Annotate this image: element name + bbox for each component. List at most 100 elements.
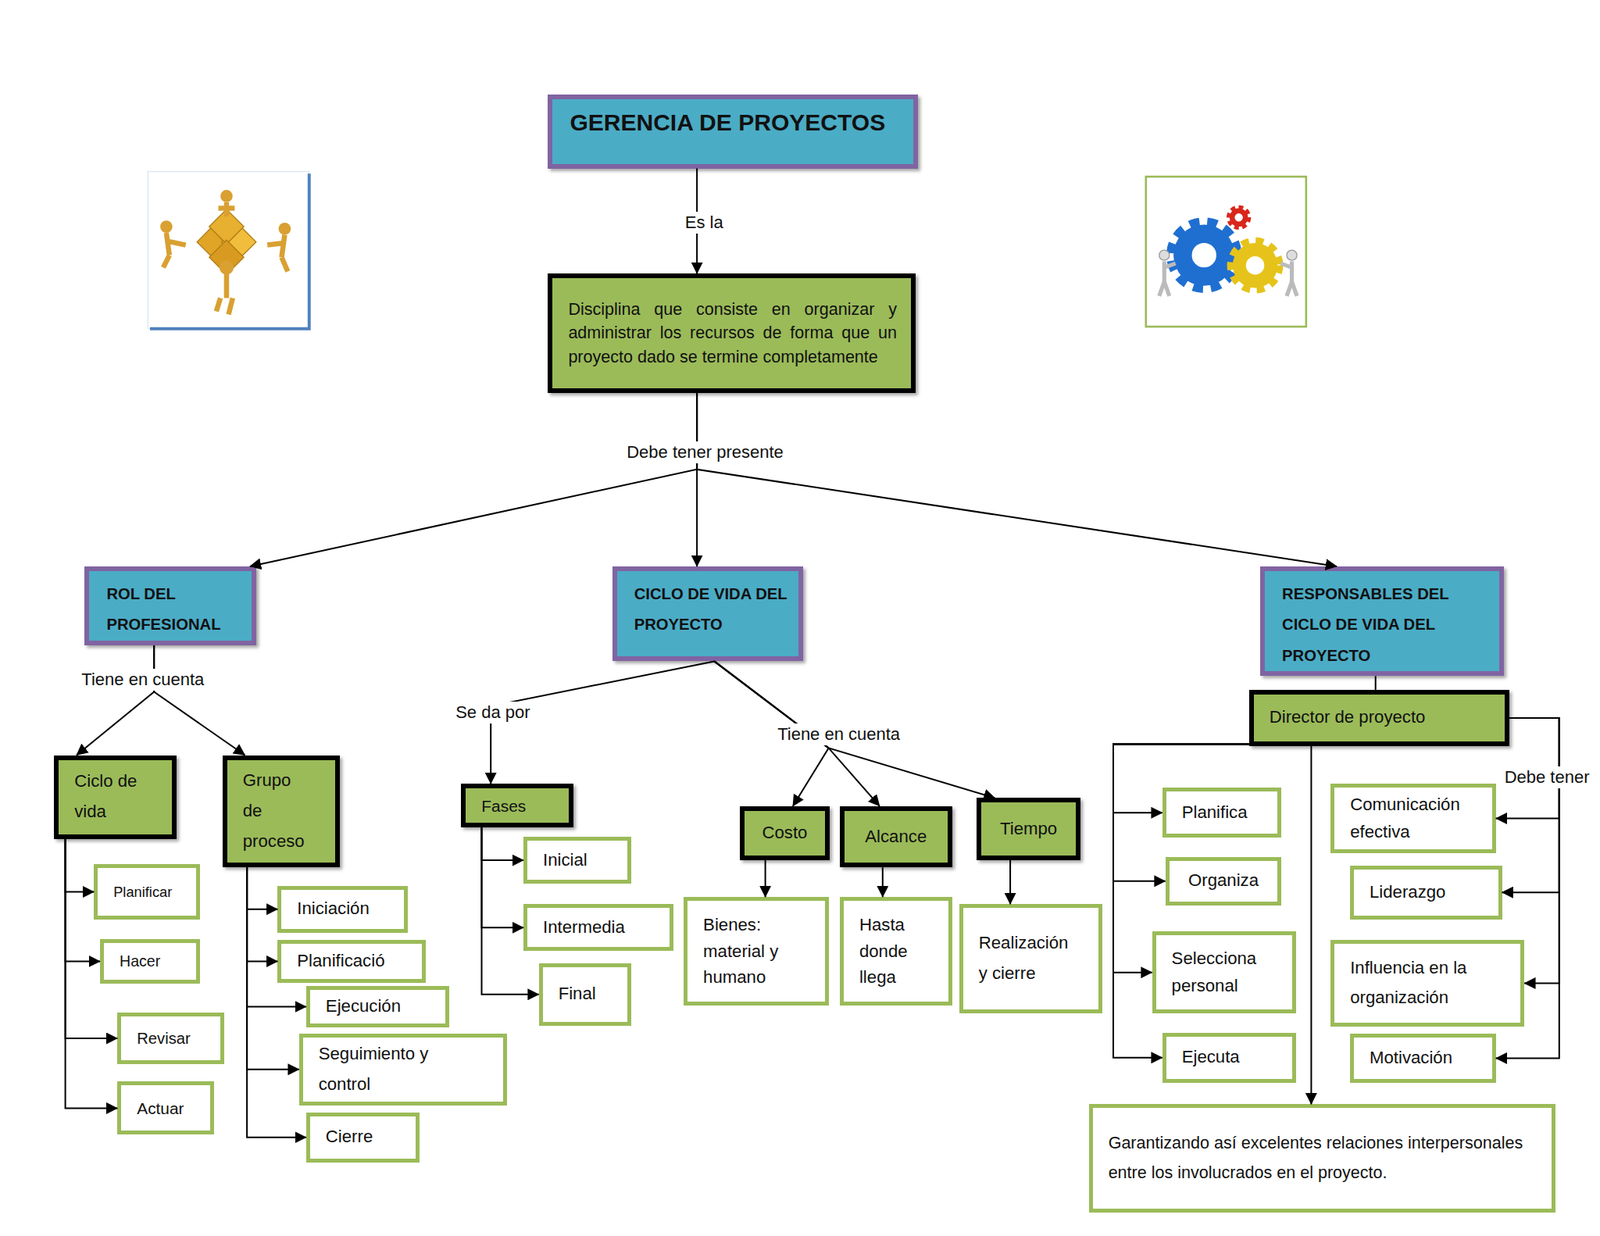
item-box: Hasta donde llega: [839, 896, 953, 1005]
puzzle-illustration: [160, 189, 291, 315]
connector-arrow: [65, 839, 95, 893]
item-box: Bienes: material y humano: [683, 896, 829, 1005]
node-text: Fases: [481, 795, 561, 817]
edge-label: Es la: [682, 211, 727, 234]
figure-head: [1159, 250, 1170, 261]
node-text: Planificació: [296, 950, 415, 973]
figure-head: [220, 189, 233, 203]
edge-label: Se da por: [452, 701, 533, 724]
gear-hole: [1192, 242, 1217, 268]
item-box: Influencia en la organización: [1330, 939, 1525, 1027]
item-box: Intermedia: [523, 903, 674, 951]
edge-label: Debe tener: [1501, 766, 1593, 789]
item-box: Revisar: [117, 1012, 225, 1065]
node-text: Grupo de proceso: [242, 765, 315, 858]
node-text: CICLO DE VIDA DEL PROYECTO: [634, 578, 788, 641]
item-box: Planifica: [1162, 787, 1283, 838]
concept-box: Director de proyecto: [1249, 689, 1510, 747]
connector-arrow: [482, 827, 525, 928]
node-text: Seguimiento y control: [318, 1039, 462, 1100]
node-text: Planifica: [1182, 801, 1272, 825]
item-box: Ejecución: [306, 985, 450, 1029]
gear: [1229, 208, 1249, 228]
concept-box: Fases: [460, 783, 574, 828]
node-text: Actuar: [136, 1097, 204, 1119]
figure-body: [267, 235, 288, 272]
figure-head: [1286, 250, 1297, 261]
node-text: Selecciona personal: [1171, 945, 1275, 1000]
node-text: Hasta donde llega: [859, 911, 926, 990]
node-text: Disciplina que consiste en organizar y a…: [567, 297, 897, 368]
node-text: Ejecuta: [1182, 1046, 1286, 1069]
connector-arrow: [250, 392, 697, 567]
concept-box: Grupo de proceso: [222, 755, 340, 868]
connector-arrow: [1375, 675, 1377, 690]
node-text: GERENCIA DE PROYECTOS: [569, 108, 914, 137]
image-frame-edge: [150, 173, 310, 329]
item-box: Planificació: [277, 939, 425, 983]
node-text: ROL DEL PROFESIONAL: [106, 578, 234, 641]
figure-body: [1159, 261, 1176, 297]
node-text: Revisar: [136, 1028, 215, 1049]
edge-label: Tiene en cuenta: [78, 668, 208, 691]
figure-body: [1280, 261, 1297, 297]
node-text: Organiza: [1188, 869, 1259, 893]
concept-box: Costo: [739, 806, 830, 861]
image-frame: [147, 171, 309, 329]
figure-body: [218, 202, 236, 217]
connector-arrow: [1310, 746, 1312, 1104]
node-text: Director de proyecto: [1269, 706, 1497, 729]
node-text: Liderazgo: [1369, 881, 1493, 904]
figure-body: [216, 273, 233, 315]
connector-arrow: [246, 867, 278, 910]
concept-box: Disciplina que consiste en organizar y a…: [547, 273, 915, 393]
connector-arrow: [246, 867, 278, 961]
item-box: Hacer: [100, 939, 200, 984]
node-text: RESPONSABLES DEL CICLO DE VIDA DEL PROYE…: [1282, 578, 1466, 672]
node-text: Intermedia: [542, 916, 664, 940]
node-text: Comunicación efectiva: [1350, 791, 1478, 846]
item-box: Final: [539, 963, 633, 1026]
figure-body: [163, 232, 186, 268]
item-box: Selecciona personal: [1152, 931, 1297, 1013]
connector-arrow: [714, 660, 995, 798]
node-text: Inicial: [542, 849, 622, 872]
node-text: Cierre: [325, 1125, 410, 1149]
node-text: Garantizando así excelentes relaciones i…: [1108, 1128, 1528, 1190]
node-text: Hacer: [119, 951, 190, 972]
node-text: Planificar: [113, 882, 190, 902]
item-box: Cierre: [306, 1112, 420, 1163]
figure-head: [160, 220, 173, 233]
connector-arrow: [764, 860, 767, 897]
header-box: CICLO DE VIDA DEL PROYECTO: [612, 566, 804, 661]
connector-arrow: [1502, 717, 1560, 893]
connector-arrow: [76, 645, 154, 756]
node-text: Final: [558, 982, 622, 1006]
edge-label: Debe tener presente: [623, 441, 787, 464]
figure-head: [219, 260, 234, 275]
item-box: Comunicación efectiva: [1330, 783, 1497, 854]
node-text: Realización y cierre: [978, 928, 1082, 990]
connector-arrow: [482, 827, 525, 861]
edge-label: Tiene en cuenta: [774, 723, 904, 746]
item-box: Realización y cierre: [959, 903, 1103, 1014]
header-box: RESPONSABLES DEL CICLO DE VIDA DEL PROYE…: [1260, 566, 1504, 676]
node-text: Influencia en la organización: [1350, 953, 1504, 1015]
concept-box: Ciclo de vida: [53, 755, 177, 840]
image-frame: [1146, 176, 1307, 327]
connector-arrow: [153, 645, 245, 756]
title-box: GERENCIA DE PROYECTOS: [547, 94, 918, 168]
concept-box: Tiempo: [976, 797, 1081, 861]
item-box: Ejecuta: [1162, 1032, 1297, 1083]
node-text: Costo: [761, 821, 808, 845]
node-text: Ciclo de vida: [74, 766, 161, 828]
puzzle-piece: [209, 239, 244, 275]
item-box: Garantizando así excelentes relaciones i…: [1089, 1103, 1556, 1212]
item-box: Organiza: [1165, 857, 1283, 905]
item-box: Actuar: [117, 1081, 215, 1135]
item-box: Iniciación: [277, 885, 408, 933]
item-box: Planificar: [93, 864, 200, 920]
node-text: Alcance: [864, 825, 927, 849]
item-box: Seguimiento y control: [299, 1033, 508, 1105]
node-text: Motivación: [1369, 1046, 1486, 1070]
